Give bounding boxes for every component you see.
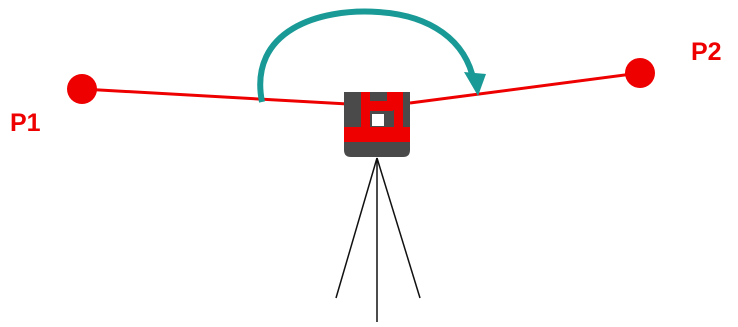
point-p1-label: P1 <box>10 109 41 137</box>
total-station-icon <box>344 92 410 157</box>
point-p1-marker <box>67 74 97 104</box>
sight-line-p2 <box>409 71 641 105</box>
curved-arrow-icon <box>257 8 486 103</box>
point-p2-label: P2 <box>691 38 722 66</box>
tripod-icon <box>335 157 421 322</box>
point-p2-marker <box>625 58 655 88</box>
sight-line-p1 <box>81 87 349 106</box>
